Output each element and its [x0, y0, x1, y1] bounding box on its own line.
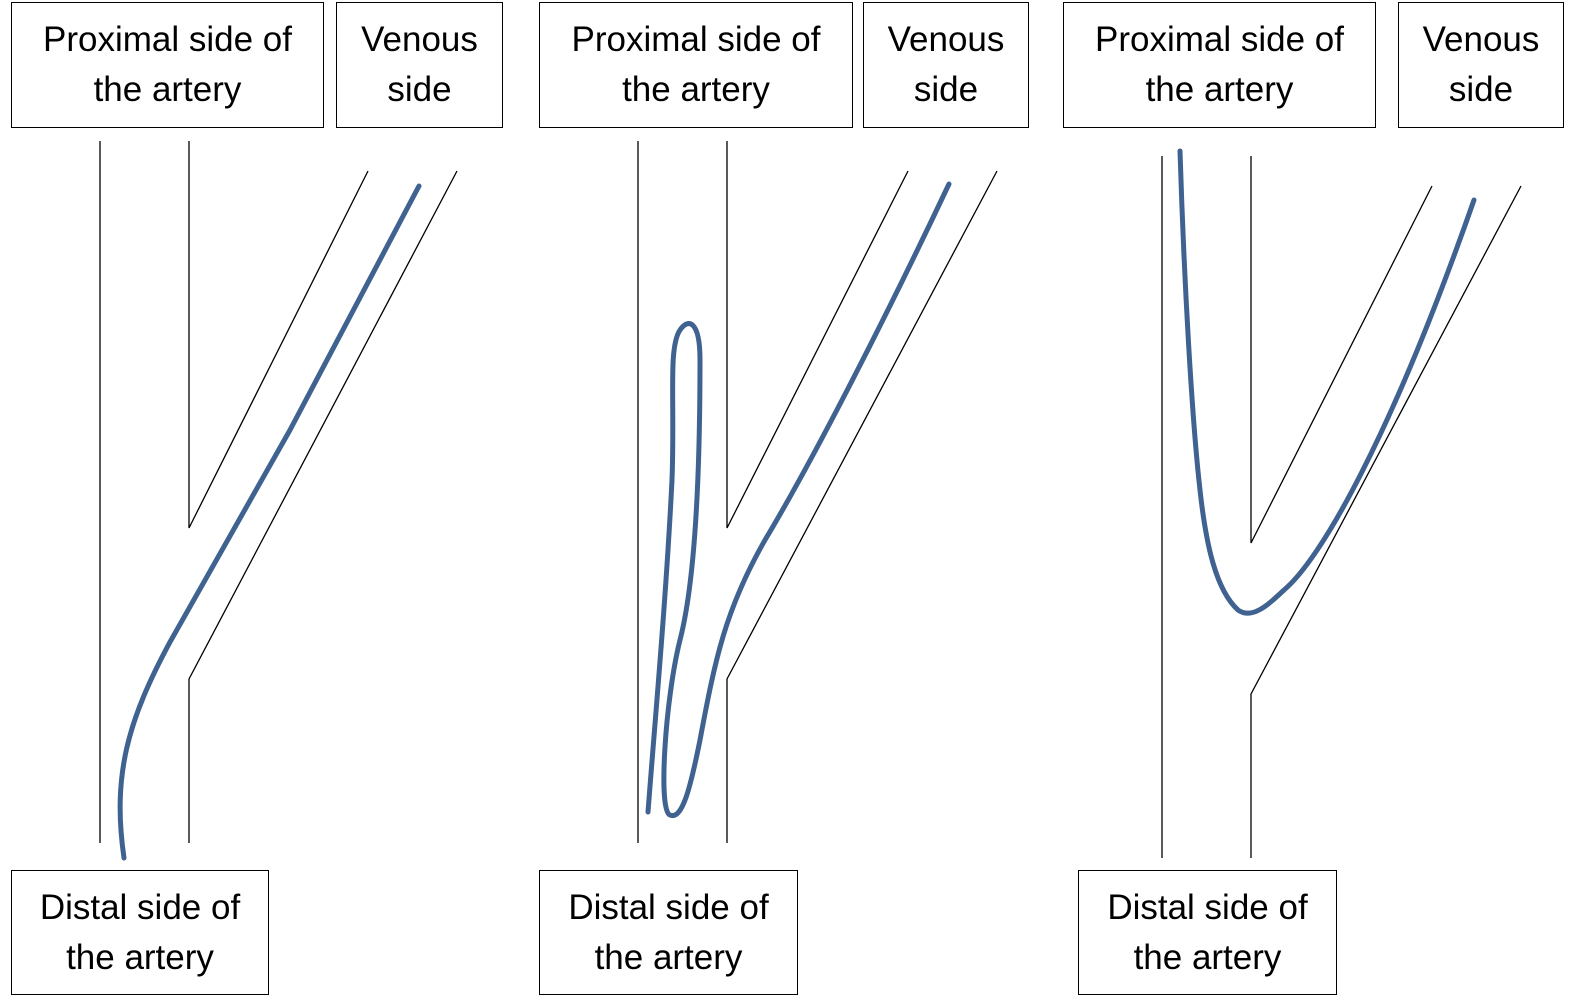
guidewire [648, 184, 949, 816]
artery-right-wall-lower [1251, 186, 1521, 858]
distal-artery-label: Distal side of the artery [1078, 870, 1337, 995]
panel-2: Proximal side of the artery Venous side … [520, 0, 1050, 1001]
distal-artery-label: Distal side of the artery [11, 870, 269, 995]
artery-right-wall-lower [727, 171, 997, 843]
guidewire [120, 186, 419, 858]
guidewire [1180, 151, 1474, 613]
vessel-diagram-3 [1050, 0, 1584, 1001]
proximal-artery-label: Proximal side of the artery [539, 2, 853, 128]
artery-right-wall-upper [1251, 156, 1432, 543]
proximal-artery-label: Proximal side of the artery [1063, 2, 1376, 128]
venous-side-label: Venous side [1398, 2, 1564, 128]
artery-right-wall-lower [189, 171, 457, 843]
distal-artery-label: Distal side of the artery [539, 870, 798, 995]
vessel-diagram-2 [520, 0, 1050, 1001]
vessel-diagram-1 [0, 0, 520, 1001]
venous-side-label: Venous side [863, 2, 1029, 128]
panel-3: Proximal side of the artery Venous side … [1050, 0, 1584, 1001]
panel-1: Proximal side of the artery Venous side … [0, 0, 520, 1001]
proximal-artery-label: Proximal side of the artery [11, 2, 324, 128]
artery-right-wall-upper [727, 141, 908, 528]
venous-side-label: Venous side [336, 2, 503, 128]
